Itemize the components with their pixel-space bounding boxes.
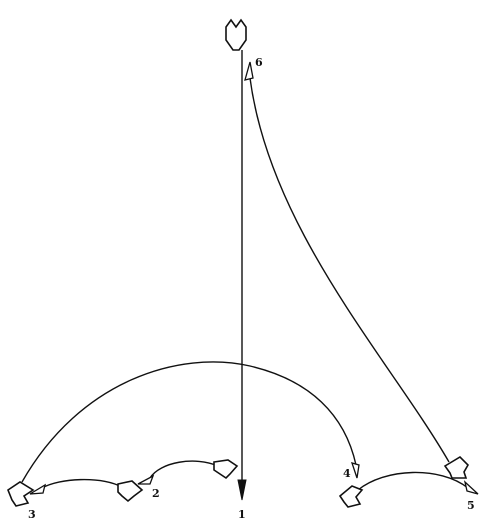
label-4: 4: [343, 467, 351, 480]
arrow-1-head: [237, 479, 247, 501]
arrow-to-3-fletching: [117, 480, 144, 503]
arrow-to-3-head: [29, 483, 47, 495]
arrow-to-3-path: [41, 478, 123, 489]
arrow-3-to-4-head: [350, 462, 360, 479]
arrow-to-3: [29, 478, 144, 503]
arrow-2-path: [149, 460, 219, 479]
arrow-2-fletching: [213, 459, 239, 480]
arrow-6-fletching: [443, 455, 469, 479]
arrow-5-head: [463, 480, 479, 495]
arrow-1: [225, 18, 247, 501]
label-3: 3: [28, 508, 36, 521]
arrow-6: [244, 61, 469, 479]
arrow-3-to-4: [7, 361, 360, 507]
label-5: 5: [467, 499, 475, 512]
arrow-6-head: [244, 61, 254, 81]
label-2: 2: [152, 487, 160, 500]
arrow-3-to-4-path: [21, 361, 357, 483]
label-6: 6: [255, 56, 263, 69]
arrow-5-fletching: [338, 485, 364, 508]
arrow-1-fletching: [225, 18, 247, 51]
arrow-5: [338, 471, 479, 508]
label-1: 1: [238, 508, 246, 521]
arrow-2: [137, 459, 239, 485]
arrow-3-fletching: [7, 481, 35, 507]
arrow-6-path: [249, 77, 450, 463]
arrow-5-path: [357, 471, 469, 491]
arrow-2-head: [137, 474, 155, 485]
